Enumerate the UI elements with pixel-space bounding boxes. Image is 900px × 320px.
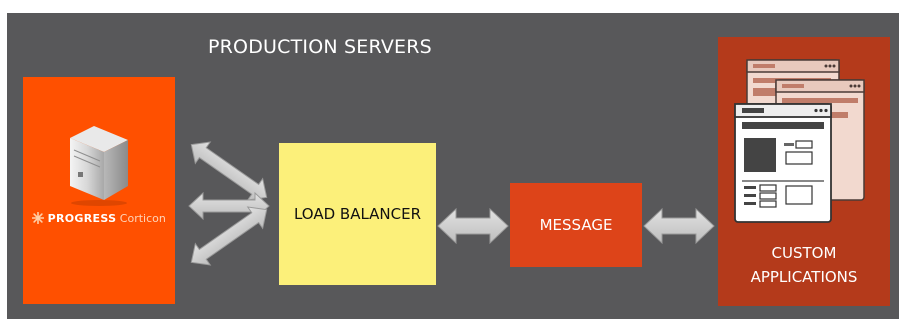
progress-corticon-logo: PROGRESS Corticon xyxy=(23,211,175,225)
load-balancer-box: LOAD BALANCER xyxy=(279,143,436,285)
brand-corticon: Corticon xyxy=(119,212,166,225)
fan-out-arrows xyxy=(188,141,270,266)
double-arrow-lower xyxy=(190,206,268,266)
progress-star-icon xyxy=(31,211,45,225)
app-window-icon xyxy=(734,59,865,223)
custom-applications-line2: APPLICATIONS xyxy=(750,268,858,286)
brand-progress: PROGRESS xyxy=(47,212,117,225)
server-icon xyxy=(70,126,128,206)
double-arrow-upper xyxy=(190,141,268,201)
message-apps-arrow xyxy=(643,207,715,245)
custom-applications-label: CUSTOM APPLICATIONS xyxy=(718,241,890,289)
production-servers-title: PRODUCTION SERVERS xyxy=(208,36,432,58)
load-balancer-label: LOAD BALANCER xyxy=(293,205,422,223)
double-arrow-middle xyxy=(188,191,270,221)
lb-message-arrow xyxy=(437,207,509,245)
custom-applications-line1: CUSTOM xyxy=(771,244,837,262)
message-box: MESSAGE xyxy=(510,183,642,267)
message-label: MESSAGE xyxy=(539,216,613,234)
